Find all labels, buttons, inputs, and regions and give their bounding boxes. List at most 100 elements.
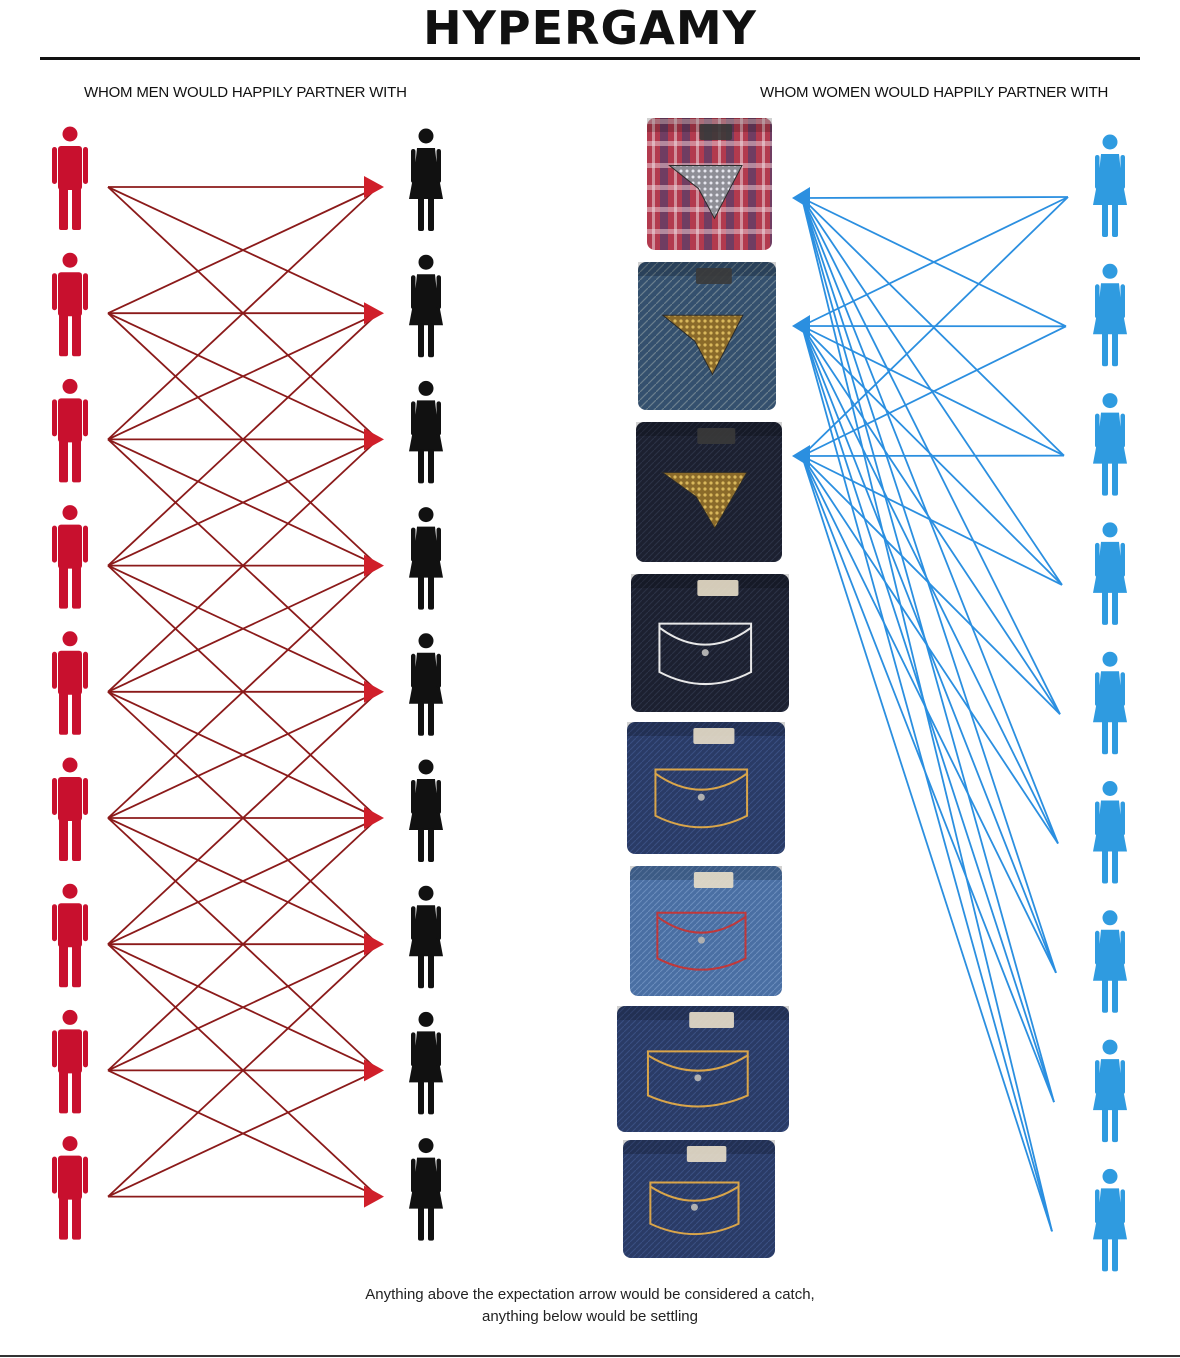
brand-label: [695, 268, 732, 284]
pocket-button: [690, 1203, 698, 1211]
jeans-image: [638, 262, 776, 410]
woman-icon: [409, 507, 443, 610]
man-icon: [52, 1009, 88, 1114]
arrow-head: [364, 680, 384, 703]
woman-icon: [1093, 522, 1127, 625]
men-arrow-line: [107, 438, 379, 567]
woman-icon: [1093, 910, 1127, 1013]
arrow-head: [364, 807, 384, 829]
brand-label: [693, 728, 735, 744]
men-arrow-line: [107, 438, 379, 693]
women-arrow-line: [801, 325, 1057, 974]
women-arrow-line: [801, 197, 1053, 1232]
arrow-head: [364, 302, 384, 325]
woman-icon: [409, 254, 443, 358]
woman-icon: [409, 1138, 443, 1241]
pocket-horseshoe: [647, 1054, 749, 1072]
woman-icon: [409, 1011, 443, 1115]
man-icon: [52, 883, 88, 988]
woman-icon: [409, 633, 443, 736]
women-arrow-line: [801, 325, 1061, 715]
men-arrow-line: [107, 186, 379, 315]
women-arrow-line: [801, 197, 1067, 328]
pocket-button: [697, 936, 705, 944]
women-arrow-line: [801, 197, 1065, 457]
woman-icon: [409, 128, 443, 231]
men-arrow-line: [107, 564, 379, 819]
woman-icon: [409, 885, 443, 989]
pocket-flap: [660, 471, 748, 530]
women-arrow-line: [801, 325, 1055, 1103]
men-arrow-line: [107, 943, 379, 1198]
jeans-image: [627, 722, 785, 854]
woman-icon: [409, 759, 443, 862]
woman-icon: [409, 380, 443, 484]
arrow-head: [364, 933, 384, 956]
jeans-image: [647, 118, 772, 250]
jeans-image: [631, 574, 789, 712]
right-heading: WHOM WOMEN WOULD HAPPILY PARTNER WITH: [760, 84, 1109, 101]
woman-icon: [1093, 1039, 1127, 1143]
brand-label: [689, 1012, 734, 1028]
men-arrow-line: [107, 817, 379, 946]
man-icon: [52, 505, 88, 609]
men-arrow-line: [107, 690, 379, 819]
blue-arrow-head: [792, 315, 810, 337]
arrow-head: [364, 554, 384, 577]
man-icon: [52, 378, 88, 483]
men-arrow-line: [107, 1069, 379, 1198]
women-arrow-line: [801, 325, 1063, 586]
blue-arrow-head: [792, 445, 810, 467]
man-icon: [52, 252, 88, 357]
men-arrow-line: [107, 564, 379, 693]
pocket-horseshoe: [654, 772, 748, 791]
pocket-stitching: [658, 622, 753, 686]
women-arrow-line: [801, 325, 1059, 844]
women-arrow-line: [801, 196, 1069, 327]
brand-label: [697, 428, 736, 444]
bottom-border: [0, 1355, 1180, 1357]
woman-icon: [1093, 651, 1127, 755]
page-title: HYPERGAMY: [423, 1, 757, 55]
man-icon: [52, 126, 88, 230]
footer-line-1: Anything above the expectation arrow wou…: [365, 1286, 815, 1303]
pocket-stitching: [646, 1050, 749, 1108]
woman-icon: [1093, 134, 1127, 237]
title-divider: [40, 57, 1140, 60]
left-heading: WHOM MEN WOULD HAPPILY PARTNER WITH: [84, 84, 407, 101]
men-arrow-line: [107, 943, 379, 1072]
brand-label: [699, 124, 732, 140]
brand-label: [686, 1146, 727, 1162]
footer-caption: Anything above the expectation arrow wou…: [0, 1284, 1180, 1328]
man-icon: [52, 757, 88, 861]
men-arrow-line: [107, 312, 379, 441]
woman-icon: [1093, 1168, 1127, 1272]
pocket-flap: [668, 165, 743, 220]
women-arrow-line: [801, 196, 1069, 199]
arrow-head: [364, 1185, 384, 1208]
brand-label: [693, 872, 734, 888]
pocket-button: [694, 1074, 702, 1082]
men-arrow-line: [107, 691, 379, 945]
men-arrow-line: [107, 817, 379, 1072]
pocket-button: [697, 793, 705, 801]
women-arrow-line: [801, 197, 1057, 974]
footer-line-2: anything below would be settling: [482, 1308, 698, 1325]
pocket-horseshoe: [649, 1185, 740, 1202]
man-icon: [52, 1136, 88, 1240]
arrow-head: [364, 176, 384, 198]
arrow-head: [364, 428, 384, 451]
pocket-horseshoe: [658, 626, 752, 646]
jeans-image: [636, 422, 782, 562]
pocket-stitching: [656, 911, 747, 971]
pocket-flap: [661, 314, 744, 376]
women-arrow-line: [801, 197, 1061, 715]
brand-label: [697, 580, 739, 596]
jeans-image: [630, 866, 782, 996]
blue-arrow-head: [792, 187, 810, 209]
men-arrow-line: [107, 186, 379, 441]
women-arrow-line: [801, 197, 1063, 586]
pocket-button: [701, 649, 709, 657]
men-arrow-line: [107, 312, 379, 567]
